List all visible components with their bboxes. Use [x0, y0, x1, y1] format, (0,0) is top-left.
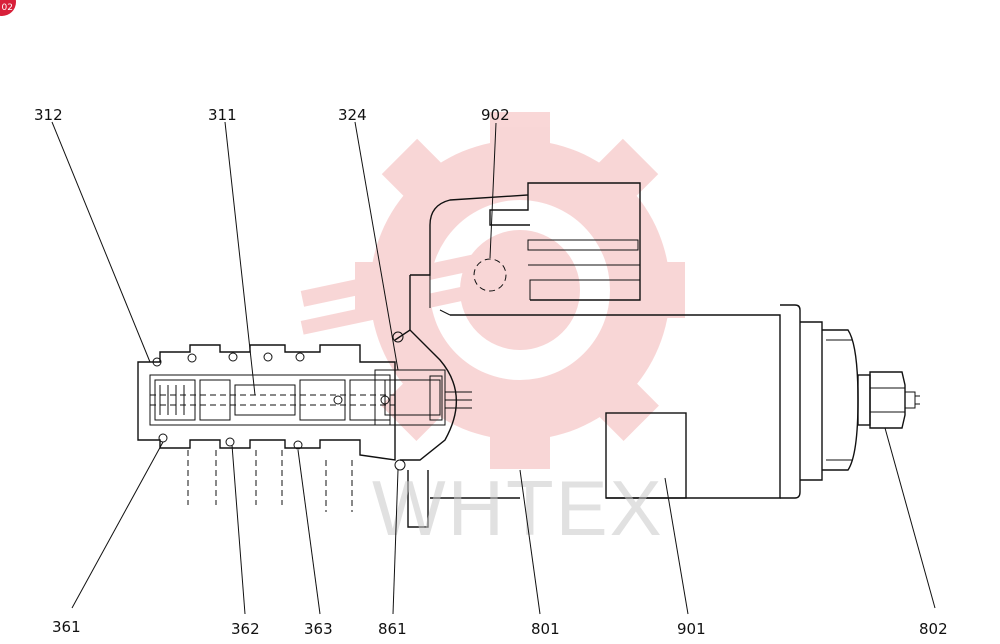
label-861: 861 — [378, 620, 407, 638]
solenoid-body — [392, 182, 920, 528]
label-324: 324 — [338, 106, 367, 124]
label-361: 361 — [52, 618, 81, 636]
label-902: 902 — [481, 106, 510, 124]
label-363: 363 — [304, 620, 333, 638]
watermark-gear-icon — [300, 112, 685, 469]
label-901: 901 — [677, 620, 706, 638]
label-802: 802 — [919, 620, 948, 638]
leader-lines — [51, 121, 936, 615]
label-312: 312 — [34, 106, 63, 124]
spool-cartridge — [137, 344, 472, 512]
label-311: 311 — [208, 106, 237, 124]
label-801: 801 — [531, 620, 560, 638]
watermark-text: WHTEX — [372, 464, 664, 552]
label-362: 362 — [231, 620, 260, 638]
